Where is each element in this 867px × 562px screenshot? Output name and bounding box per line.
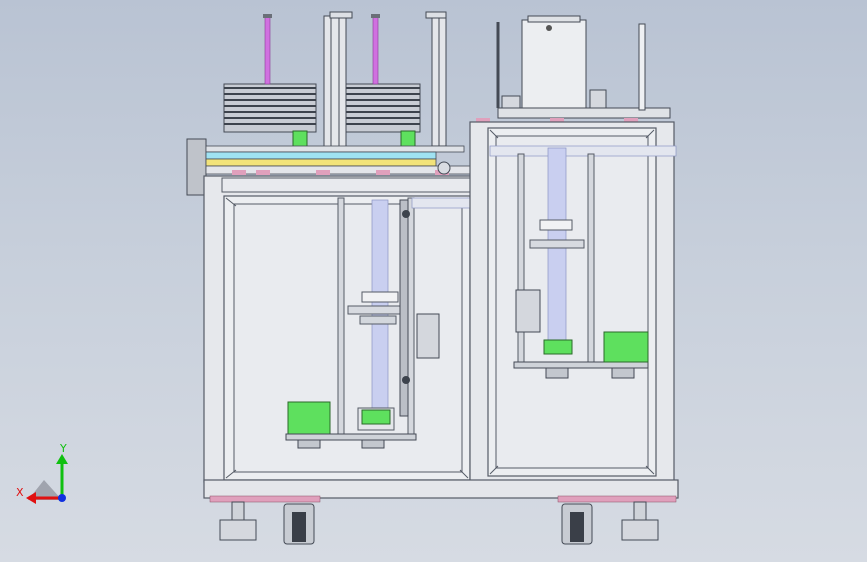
green-motor-left-bottom [287, 401, 331, 435]
rod-cap-right [371, 14, 380, 18]
right-cabinet [469, 121, 675, 483]
left-lift-motor [361, 409, 391, 425]
linear-axis-column-left [323, 11, 353, 163]
side-motor-housing [186, 138, 207, 196]
axis-triad: Y X [16, 442, 68, 504]
x-axis-label: X [16, 486, 24, 499]
left-base-foot-1 [297, 439, 321, 449]
left-lift-frame [337, 197, 415, 439]
caster-wheel-right [561, 503, 593, 545]
left-base-foot-2 [361, 439, 385, 449]
magenta-rod-right [372, 15, 379, 85]
caster-wheel-left [283, 503, 315, 545]
right-top-hopper [476, 15, 671, 124]
right-control-box [515, 289, 541, 333]
left-base-plate [285, 433, 417, 441]
right-lift-frame [489, 145, 677, 379]
linear-axis-column-right [425, 11, 447, 147]
control-box-left [416, 313, 440, 359]
left-tray-stack [223, 83, 317, 133]
machine-base [203, 479, 679, 503]
y-axis-label: Y [59, 442, 67, 455]
right-tray-stack [343, 83, 421, 133]
top-platform [205, 145, 473, 175]
leveling-foot-right [621, 501, 659, 541]
rod-cap-left [263, 14, 272, 18]
magenta-rod-left [264, 15, 271, 85]
z-axis-dot [58, 494, 66, 502]
green-motor-right [603, 331, 649, 363]
leveling-foot-left [219, 501, 257, 541]
left-lift-screw-rod [371, 199, 389, 411]
